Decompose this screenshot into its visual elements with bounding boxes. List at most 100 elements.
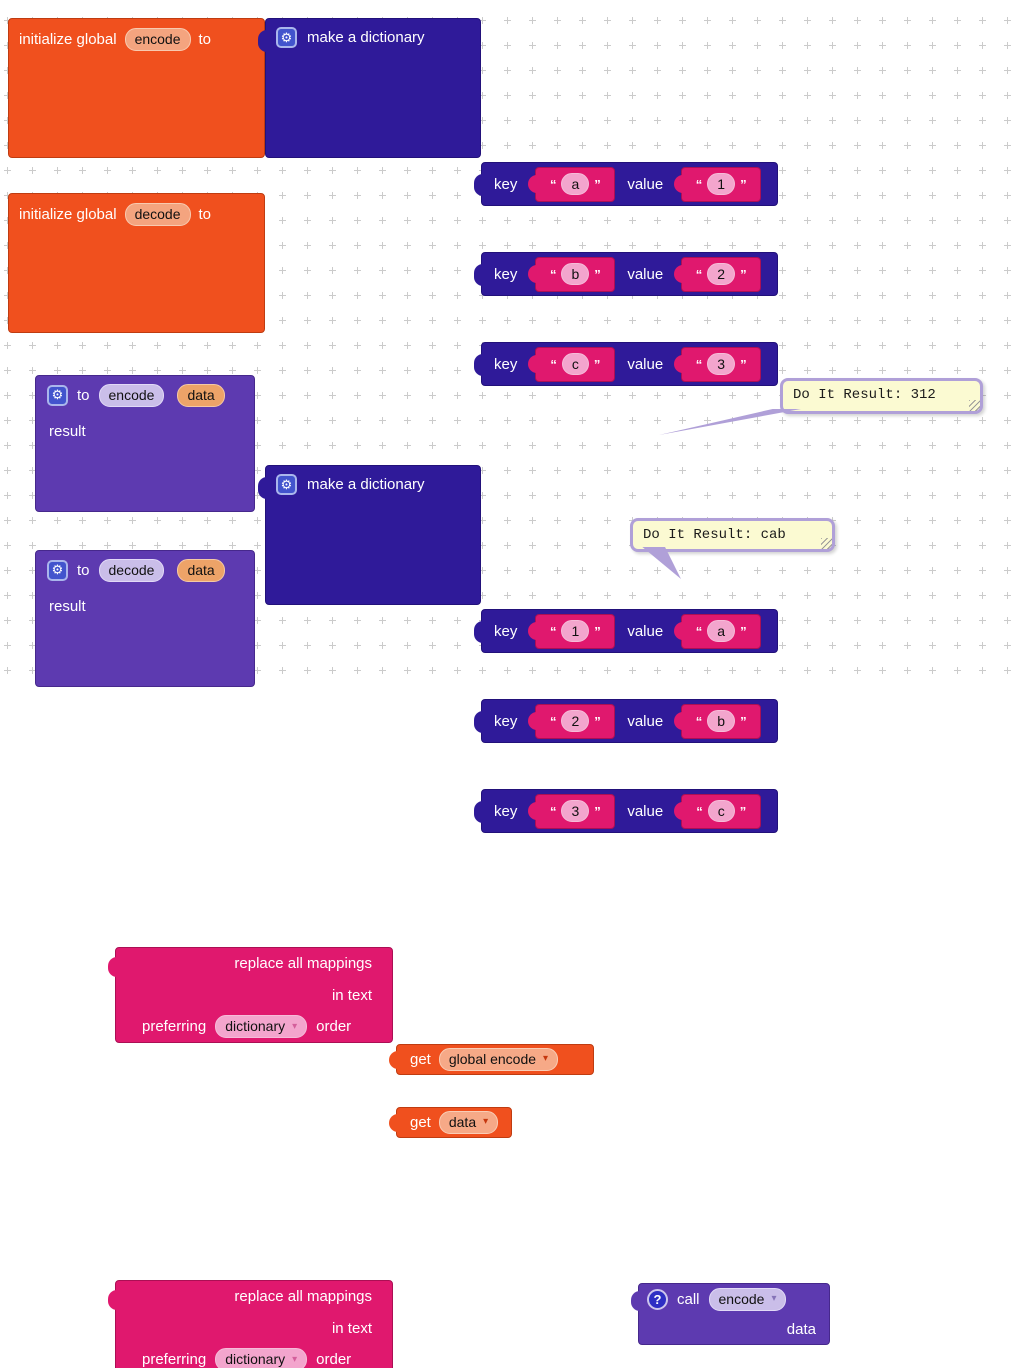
string-field[interactable]: 2 bbox=[561, 709, 590, 733]
close-quote: ” bbox=[739, 803, 747, 819]
preferring-label: preferring bbox=[142, 1351, 207, 1368]
call-label: call bbox=[677, 1291, 700, 1308]
open-quote: “ bbox=[695, 266, 703, 282]
key-string-block[interactable]: “ b ” bbox=[528, 256, 616, 292]
make-dictionary-block[interactable]: ⚙ make a dictionary bbox=[258, 18, 481, 158]
make-dictionary-label: make a dictionary bbox=[307, 476, 425, 493]
value-label: value bbox=[627, 265, 664, 283]
variable-name-field[interactable]: encode bbox=[124, 28, 191, 51]
value-string-block[interactable]: “ a ” bbox=[674, 613, 762, 649]
parameter-field[interactable]: data bbox=[177, 384, 225, 407]
close-quote: ” bbox=[594, 623, 601, 639]
open-quote: “ bbox=[549, 266, 557, 282]
string-field[interactable]: b bbox=[561, 262, 590, 286]
dropdown-arrow-icon: ▾ bbox=[483, 1116, 489, 1128]
resize-handle-icon[interactable] bbox=[821, 538, 832, 549]
open-quote: “ bbox=[549, 176, 557, 192]
key-string-block[interactable]: “ 3 ” bbox=[528, 793, 616, 829]
parameter-field[interactable]: data bbox=[177, 559, 225, 582]
get-label: get bbox=[410, 1051, 431, 1068]
string-field[interactable]: a bbox=[707, 619, 736, 643]
procedure-name-field[interactable]: decode bbox=[98, 559, 165, 582]
do-it-result-bubble[interactable]: Do It Result: 312 bbox=[659, 378, 983, 435]
dropdown-arrow-icon: ▾ bbox=[292, 1020, 298, 1032]
value-label: value bbox=[627, 622, 664, 640]
close-quote: ” bbox=[740, 176, 747, 192]
close-quote: ” bbox=[594, 713, 601, 729]
open-quote: “ bbox=[550, 356, 557, 372]
replace-all-mappings-block[interactable]: replace all mappings in text preferring … bbox=[108, 1280, 393, 1368]
result-label: result bbox=[49, 422, 86, 440]
to-label: to bbox=[77, 561, 90, 579]
get-variable-block[interactable]: get global encode▾ bbox=[389, 1044, 594, 1075]
string-field[interactable]: c bbox=[561, 352, 589, 376]
string-field[interactable]: 3 bbox=[561, 799, 590, 823]
key-string-block[interactable]: “ c ” bbox=[528, 346, 616, 382]
dict-pair-block[interactable]: key “ a ” value “ 1 ” bbox=[474, 162, 778, 206]
variable-name-field[interactable]: decode bbox=[124, 203, 191, 226]
open-quote: “ bbox=[695, 356, 703, 372]
dict-pair-block[interactable]: key “ c ” value “ 3 ” bbox=[474, 342, 778, 386]
string-field[interactable]: b bbox=[707, 709, 736, 733]
value-label: value bbox=[627, 712, 664, 730]
string-field[interactable]: 1 bbox=[561, 619, 590, 643]
mutator-gear-icon[interactable]: ⚙ bbox=[47, 559, 68, 581]
init-global-decode-block[interactable]: initialize global decode to bbox=[8, 193, 265, 333]
open-quote: “ bbox=[549, 713, 557, 729]
string-field[interactable]: 2 bbox=[707, 262, 736, 286]
order-dropdown[interactable]: dictionary▾ bbox=[215, 1348, 308, 1368]
dropdown-arrow-icon: ▾ bbox=[292, 1353, 298, 1365]
open-quote: “ bbox=[696, 803, 703, 819]
string-field[interactable]: a bbox=[561, 172, 590, 196]
string-field[interactable]: 3 bbox=[707, 352, 736, 376]
to-label: to bbox=[77, 386, 90, 404]
close-quote: ” bbox=[594, 266, 601, 282]
order-dropdown[interactable]: dictionary▾ bbox=[215, 1015, 308, 1039]
value-string-block[interactable]: “ 2 ” bbox=[674, 256, 762, 292]
key-label: key bbox=[494, 175, 518, 193]
dict-pair-block[interactable]: key “ b ” value “ 2 ” bbox=[474, 252, 778, 296]
in-text-label: in text bbox=[331, 1319, 372, 1337]
result-label: result bbox=[49, 597, 86, 615]
data-label: data bbox=[786, 1321, 816, 1338]
get-label: get bbox=[410, 1114, 431, 1131]
resize-handle-icon[interactable] bbox=[969, 400, 980, 411]
value-string-block[interactable]: “ c ” bbox=[674, 793, 762, 829]
dict-pair-block[interactable]: key “ 3 ” value “ c ” bbox=[474, 789, 778, 833]
value-string-block[interactable]: “ 1 ” bbox=[674, 166, 762, 202]
get-variable-block[interactable]: get data▾ bbox=[389, 1107, 512, 1138]
string-field[interactable]: c bbox=[707, 799, 735, 823]
call-encode-block[interactable]: ? call encode▾ data bbox=[631, 1283, 830, 1345]
procedure-define-decode-block[interactable]: ⚙ to decode data result bbox=[35, 550, 255, 687]
dict-pair-block[interactable]: key “ 1 ” value “ a ” bbox=[474, 609, 778, 653]
close-quote: ” bbox=[740, 623, 747, 639]
value-label: value bbox=[627, 355, 664, 373]
make-dictionary-block[interactable]: ⚙ make a dictionary bbox=[258, 465, 481, 605]
mutator-gear-icon[interactable]: ⚙ bbox=[276, 474, 297, 495]
open-quote: “ bbox=[695, 623, 703, 639]
init-global-encode-block[interactable]: initialize global encode to bbox=[8, 18, 265, 158]
order-label: order bbox=[316, 1351, 352, 1368]
do-it-result-bubble[interactable]: Do It Result: cab bbox=[630, 518, 835, 579]
mutator-gear-icon[interactable]: ⚙ bbox=[276, 27, 297, 48]
dict-pair-block[interactable]: key “ 2 ” value “ b ” bbox=[474, 699, 778, 743]
key-string-block[interactable]: “ 2 ” bbox=[528, 703, 616, 739]
variable-dropdown[interactable]: global encode▾ bbox=[438, 1048, 559, 1071]
close-quote: ” bbox=[740, 713, 747, 729]
question-icon[interactable]: ? bbox=[647, 1289, 668, 1310]
key-label: key bbox=[494, 622, 518, 640]
open-quote: “ bbox=[695, 713, 703, 729]
mutator-gear-icon[interactable]: ⚙ bbox=[47, 384, 68, 406]
procedure-define-encode-block[interactable]: ⚙ to encode data result bbox=[35, 375, 255, 512]
replace-all-mappings-block[interactable]: replace all mappings in text preferring … bbox=[108, 947, 393, 1043]
procedure-dropdown[interactable]: encode▾ bbox=[708, 1288, 787, 1311]
variable-dropdown[interactable]: data▾ bbox=[438, 1111, 499, 1134]
key-label: key bbox=[494, 802, 518, 820]
close-quote: ” bbox=[740, 356, 747, 372]
procedure-name-field[interactable]: encode bbox=[98, 384, 165, 407]
value-string-block[interactable]: “ 3 ” bbox=[674, 346, 762, 382]
string-field[interactable]: 1 bbox=[707, 172, 736, 196]
value-string-block[interactable]: “ b ” bbox=[674, 703, 762, 739]
key-string-block[interactable]: “ 1 ” bbox=[528, 613, 616, 649]
key-string-block[interactable]: “ a ” bbox=[528, 166, 616, 202]
